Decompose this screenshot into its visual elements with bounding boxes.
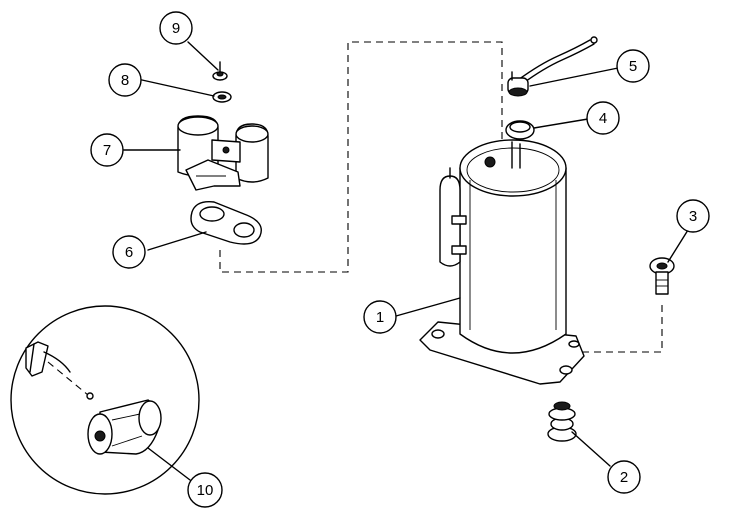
leader-line-2: [571, 431, 611, 467]
part-2-grommet: [547, 401, 577, 442]
leader-line-8: [141, 79, 215, 97]
part-9-nut: [212, 61, 228, 81]
part-10-detail-view: [10, 305, 200, 495]
assembly-dashed-line-bolt: [574, 305, 663, 353]
part-8-washer: [212, 91, 232, 103]
part-3-bolt: [649, 257, 675, 295]
part-4-clip-ring: [505, 120, 535, 140]
callout-10-label: 10: [197, 482, 214, 499]
callout-8-label: 8: [121, 72, 129, 89]
callout-4: 4: [586, 101, 620, 135]
leader-line-1: [395, 297, 461, 317]
part-1-compressor: [419, 139, 585, 385]
leader-line-3: [667, 229, 689, 263]
part-6-gasket: [190, 201, 262, 245]
callout-1-label: 1: [376, 309, 384, 326]
callout-7: 7: [90, 133, 124, 167]
leader-line-10: [147, 447, 191, 481]
callout-4-label: 4: [599, 110, 607, 127]
callout-9: 9: [159, 11, 193, 45]
part-5-overload-protector: [507, 36, 598, 97]
assembly-dashed-line-top: [219, 41, 503, 273]
part-7-terminal-cover: [177, 115, 269, 191]
callout-7-label: 7: [103, 142, 111, 159]
callout-2: 2: [607, 460, 641, 494]
leader-line-4: [533, 118, 589, 129]
leader-line-9: [187, 41, 219, 71]
callout-1: 1: [363, 300, 397, 334]
callout-3: 3: [676, 199, 710, 233]
callout-6: 6: [112, 235, 146, 269]
callout-10: 10: [187, 472, 223, 508]
callout-5: 5: [616, 49, 650, 83]
leader-line-6: [147, 231, 207, 251]
callout-8: 8: [108, 63, 142, 97]
leader-line-5: [529, 67, 619, 87]
callout-5-label: 5: [629, 58, 637, 75]
callout-2-label: 2: [620, 469, 628, 486]
detail-dashed-line: [47, 361, 89, 396]
callout-9-label: 9: [172, 20, 180, 37]
callout-6-label: 6: [125, 244, 133, 261]
callout-3-label: 3: [689, 208, 697, 225]
